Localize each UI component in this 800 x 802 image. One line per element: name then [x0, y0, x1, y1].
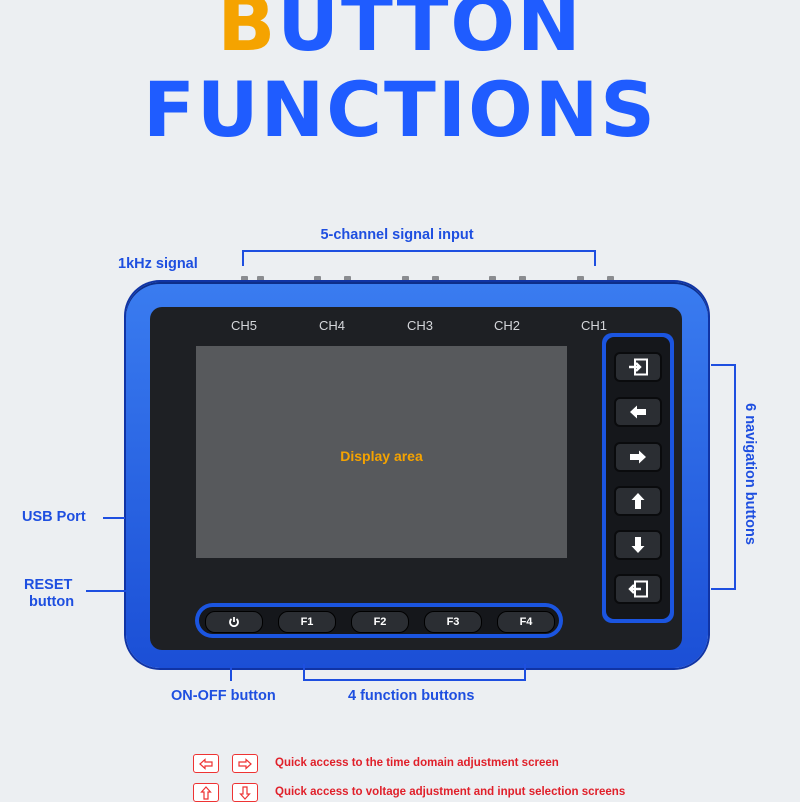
- nav-bracket-top: [711, 364, 735, 366]
- connector-pin: [344, 276, 351, 286]
- connector-pin: [519, 276, 526, 286]
- on-off-callout: ON-OFF button: [171, 688, 276, 704]
- arrow-left-icon: [630, 405, 646, 419]
- signal-input-bracket-left: [242, 250, 244, 266]
- enter-icon: [629, 358, 648, 376]
- f3-button[interactable]: F3: [424, 611, 482, 633]
- channel-label-ch4: CH4: [318, 318, 345, 333]
- page-title-line1: BUTTON: [0, 0, 800, 70]
- nav-right-button[interactable]: [614, 442, 662, 472]
- function-bracket-left: [303, 664, 305, 680]
- on-off-line: [230, 667, 232, 681]
- display-area-label: Display area: [340, 448, 423, 464]
- navigation-panel-inner: [606, 337, 670, 619]
- function-bracket: [303, 679, 526, 681]
- connector-pin: [314, 276, 321, 286]
- usb-port-callout: USB Port: [22, 509, 86, 525]
- signal-input-bracket-right: [594, 250, 596, 266]
- signal-input-callout: 5-channel signal input: [320, 227, 474, 243]
- connector-pin: [607, 276, 614, 286]
- connector-pin: [257, 276, 264, 286]
- arrow-right-icon: [630, 450, 646, 464]
- f4-button[interactable]: F4: [497, 611, 555, 633]
- arrow-down-outline-icon: [232, 783, 258, 802]
- arrow-right-outline-icon: [232, 754, 258, 773]
- title-accent-letter: B: [217, 0, 278, 68]
- arrow-up-outline-icon: [193, 783, 219, 802]
- reset-callout-line1: RESET: [24, 577, 73, 593]
- khz-signal-callout: 1kHz signal: [118, 256, 198, 272]
- channel-label-ch2: CH2: [493, 318, 520, 333]
- channel-label-ch3: CH3: [406, 318, 433, 333]
- power-button[interactable]: [205, 611, 263, 633]
- connector-pin: [432, 276, 439, 286]
- exit-icon: [628, 580, 648, 598]
- title-rest: UTTON: [277, 0, 583, 68]
- legend-text-time-domain: Quick access to the time domain adjustme…: [275, 757, 559, 769]
- arrow-left-outline-icon: [193, 754, 219, 773]
- connector-pin: [402, 276, 409, 286]
- connector-pin: [489, 276, 496, 286]
- arrow-up-icon: [631, 493, 645, 509]
- function-bracket-right: [524, 664, 526, 680]
- channel-label-ch5: CH5: [230, 318, 257, 333]
- connector-pin: [241, 276, 248, 286]
- display-screen: [196, 346, 567, 558]
- power-icon: [229, 617, 239, 628]
- channel-label-ch1: CH1: [580, 318, 607, 333]
- signal-input-bracket: [242, 250, 595, 252]
- function-buttons-callout: 4 function buttons: [348, 688, 475, 704]
- reset-line: [86, 590, 126, 592]
- page-title-line2: FUNCTIONS: [142, 65, 658, 154]
- usb-port-line: [103, 517, 125, 519]
- navigation-buttons-callout: 6 navigation buttons: [742, 403, 758, 545]
- connector-pin: [577, 276, 584, 286]
- f1-button[interactable]: F1: [278, 611, 336, 633]
- nav-exit-button[interactable]: [614, 574, 662, 604]
- nav-left-button[interactable]: [614, 397, 662, 427]
- nav-bracket-vertical: [734, 364, 736, 590]
- nav-bracket-bottom: [711, 588, 735, 590]
- arrow-down-icon: [631, 537, 645, 553]
- nav-enter-button[interactable]: [614, 352, 662, 382]
- f2-button[interactable]: F2: [351, 611, 409, 633]
- nav-up-button[interactable]: [614, 486, 662, 516]
- nav-down-button[interactable]: [614, 530, 662, 560]
- reset-callout-line2: button: [29, 594, 75, 610]
- legend-text-voltage: Quick access to voltage adjustment and i…: [275, 786, 626, 798]
